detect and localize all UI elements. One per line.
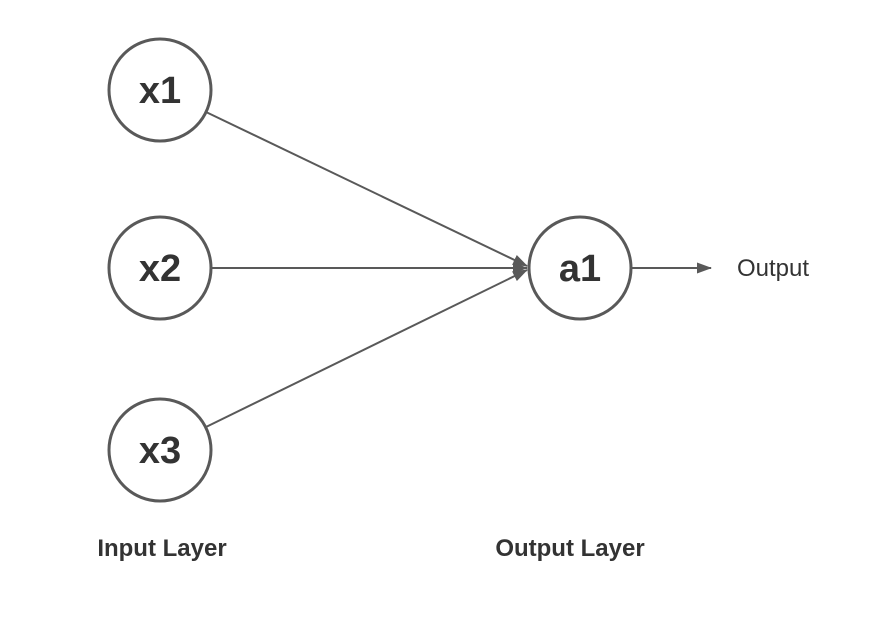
node-x2: x2 xyxy=(107,215,213,321)
node-a1: a1 xyxy=(527,215,633,321)
output-label: Output xyxy=(737,255,809,282)
edge-x1-a1 xyxy=(205,111,528,267)
node-a1-circle xyxy=(527,215,633,321)
input-layer-label: Input Layer xyxy=(97,535,226,562)
node-x3-label: x3 xyxy=(139,430,181,472)
node-x3: x3 xyxy=(107,397,213,503)
node-x3-circle xyxy=(107,397,213,503)
node-x2-label: x2 xyxy=(139,248,181,290)
node-x1-circle xyxy=(107,37,213,143)
node-x2-circle xyxy=(107,215,213,321)
node-x1-label: x1 xyxy=(139,70,181,112)
node-x1: x1 xyxy=(107,37,213,143)
node-a1-label: a1 xyxy=(559,248,601,290)
output-layer-label: Output Layer xyxy=(495,535,644,562)
edge-x3-a1 xyxy=(205,269,528,428)
